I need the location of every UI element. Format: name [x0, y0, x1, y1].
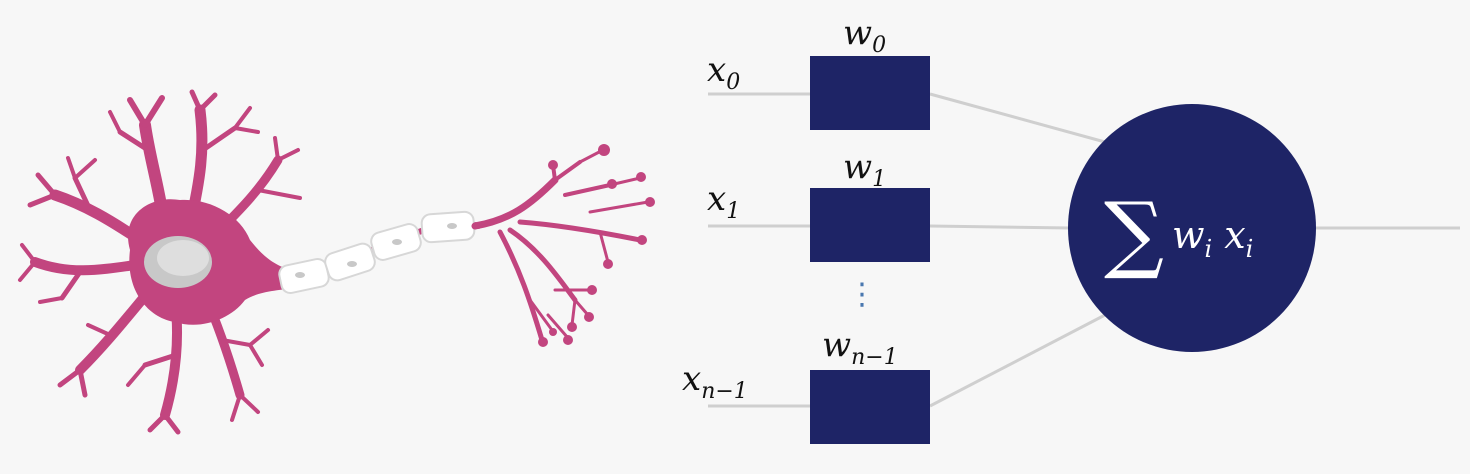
svg-text:w1: w1	[843, 147, 886, 192]
svg-text:wn−1: wn−1	[822, 325, 898, 370]
svg-text:w0: w0	[843, 13, 886, 58]
weight-label-0: w0	[843, 13, 886, 58]
input-label-n-1: xn−1	[682, 359, 748, 404]
axon-terminals	[471, 148, 650, 343]
neuron-soma	[128, 199, 300, 325]
input-label-1: x1	[707, 179, 740, 224]
weight-box-0	[810, 56, 930, 130]
connector-lines	[708, 92, 1460, 408]
summation-circle	[1068, 104, 1316, 352]
weight-to-sum-line-0	[929, 92, 1106, 144]
input-label-0: x0	[707, 50, 740, 95]
weight-to-sum-line-n-1	[929, 313, 1106, 408]
weight-label-n-1: wn−1	[822, 325, 898, 370]
terminal-buttons	[538, 144, 655, 347]
weight-box-n-1	[810, 370, 930, 444]
svg-text:x0: x0	[707, 50, 740, 95]
ellipsis-dots: ⋮	[847, 277, 877, 312]
svg-text:xn−1: xn−1	[682, 359, 748, 404]
myelin-sheath	[278, 210, 476, 295]
svg-text:x1: x1	[707, 179, 740, 224]
weight-box-1	[810, 188, 930, 262]
biological-neuron-illustration	[18, 89, 655, 435]
weight-to-sum-line-1	[929, 224, 1071, 230]
summation-symbol: ∑	[1104, 184, 1164, 282]
weight-label-1: w1	[843, 147, 886, 192]
